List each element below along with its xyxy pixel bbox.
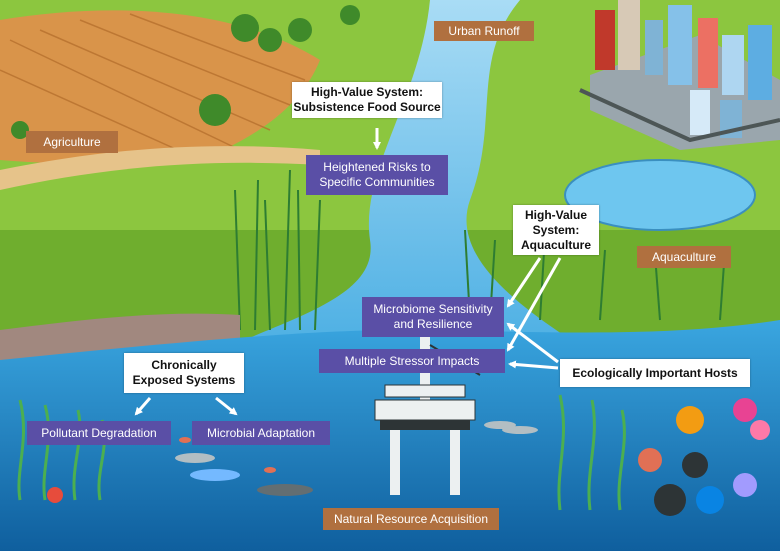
label-aquaculture: Aquaculture: [637, 246, 731, 268]
label-microbiome-sensitivity: Microbiome Sensitivity and Resilience: [362, 297, 504, 337]
label-heightened-risks: Heightened Risks to Specific Communities: [306, 155, 448, 195]
label-microbial-adaptation: Microbial Adaptation: [192, 421, 330, 445]
shoreline-rocks: [0, 313, 240, 365]
label-chronically-exposed-systems: Chronically Exposed Systems: [124, 353, 244, 393]
field-rows: [0, 13, 306, 161]
label-multiple-stressor-impacts: Multiple Stressor Impacts: [319, 349, 505, 373]
fish: [175, 421, 538, 496]
label-natural-resource-acquisition: Natural Resource Acquisition: [323, 508, 499, 530]
label-ecologically-important-hosts: Ecologically Important Hosts: [560, 359, 750, 387]
seaweed: [17, 394, 626, 511]
label-high-value-aquaculture: High-Value System: Aquaculture: [513, 205, 599, 255]
label-agriculture: Agriculture: [26, 131, 118, 153]
label-urban-runoff: Urban Runoff: [434, 21, 534, 41]
farm-field: [0, 10, 320, 164]
coral-reef: [47, 398, 770, 516]
label-pollutant-degradation: Pollutant Degradation: [27, 421, 171, 445]
buildings: [595, 0, 772, 138]
city-road: [579, 88, 780, 143]
aquaculture-pond: [564, 159, 756, 231]
label-high-value-food-source: High-Value System: Subsistence Food Sour…: [292, 82, 442, 118]
dirt-road: [0, 146, 320, 190]
